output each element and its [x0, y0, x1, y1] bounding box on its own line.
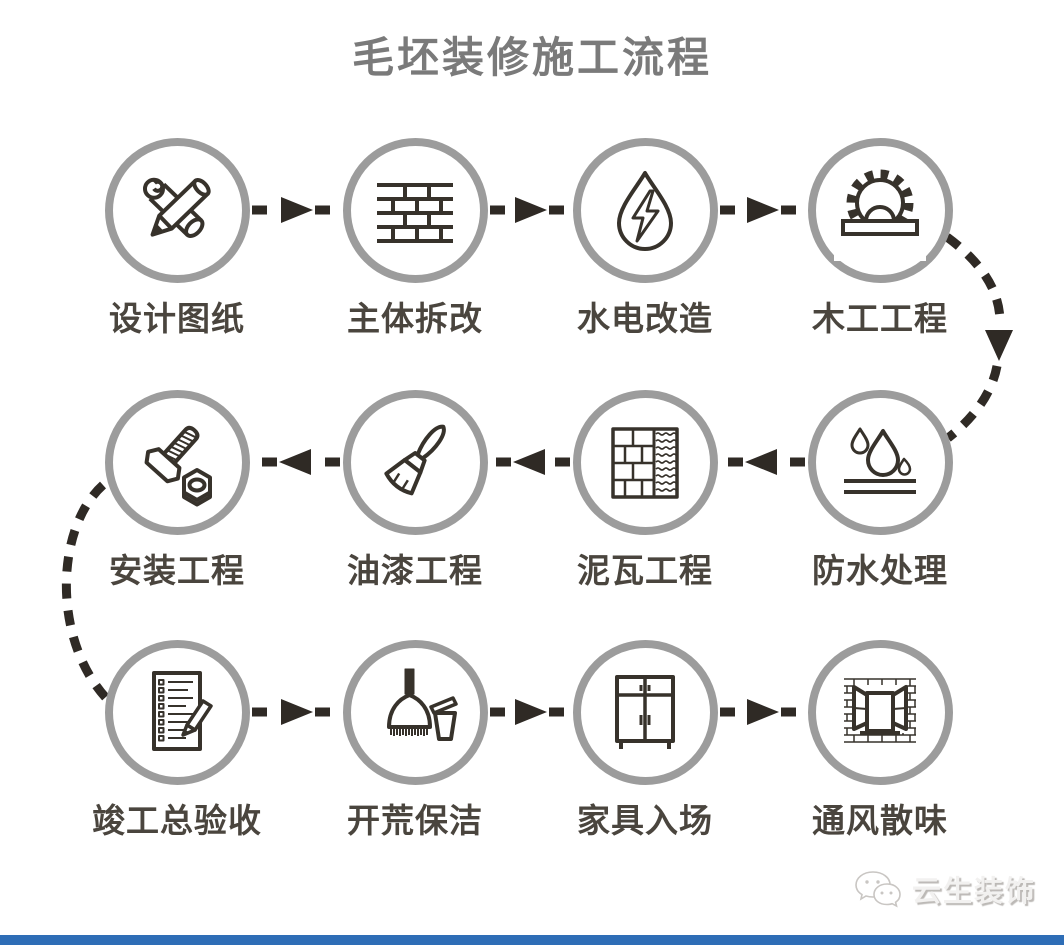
paint-brush-icon	[384, 424, 446, 495]
brand-name: 云生装饰	[911, 876, 1036, 908]
open-window-icon	[844, 677, 916, 743]
step-label: 开荒保洁	[347, 802, 483, 839]
step-label: 防水处理	[812, 552, 948, 589]
bolt-nut-icon	[144, 425, 212, 506]
step-design-drawings: 设计图纸	[77, 138, 277, 340]
step-circle	[572, 390, 718, 535]
step-circle	[342, 390, 488, 535]
step-cleaning: 开荒保洁	[315, 640, 515, 842]
chat-bubbles-logo-icon	[855, 871, 901, 908]
step-waterproofing: 防水处理	[780, 390, 980, 592]
water-drops-icon	[844, 427, 916, 494]
step-demolition: 主体拆改	[315, 138, 515, 340]
step-ventilation: 通风散味	[780, 640, 980, 842]
step-circle	[342, 640, 488, 785]
brick-wall-icon	[377, 182, 453, 243]
step-label: 家具入场	[577, 802, 713, 839]
step-circle	[572, 640, 718, 785]
step-final-acceptance: 竣工总验收	[77, 640, 277, 842]
brand-logo: 云生装饰	[852, 868, 1036, 910]
cabinet-icon	[615, 674, 675, 749]
step-label: 木工工程	[812, 300, 948, 337]
step-circle	[104, 138, 250, 283]
broom-bucket-icon	[387, 668, 458, 741]
bottom-accent-bar	[0, 935, 1064, 945]
step-label: 主体拆改	[347, 300, 483, 337]
circular-saw-icon	[834, 169, 926, 261]
step-furniture: 家具入场	[545, 640, 745, 842]
step-circle	[807, 640, 953, 785]
step-circle	[807, 390, 953, 535]
step-circle	[572, 138, 718, 283]
tiles-texture-icon	[611, 426, 679, 499]
step-painting: 油漆工程	[315, 390, 515, 592]
step-circle	[104, 390, 250, 535]
checklist-pencil-icon	[152, 670, 213, 751]
step-label: 油漆工程	[347, 552, 483, 589]
step-label: 竣工总验收	[92, 802, 262, 839]
step-label: 水电改造	[577, 300, 713, 337]
step-installation: 安装工程	[77, 390, 277, 592]
water-electric-drop-icon	[617, 170, 673, 251]
step-label: 安装工程	[109, 552, 245, 589]
blueprint-pencil-icon	[142, 177, 211, 238]
step-label: 泥瓦工程	[577, 552, 713, 589]
page-title: 毛坯装修施工流程	[351, 34, 712, 81]
step-masonry: 泥瓦工程	[545, 390, 745, 592]
step-circle	[342, 138, 488, 283]
step-plumbing-electric: 水电改造	[545, 138, 745, 340]
step-label: 设计图纸	[109, 300, 245, 337]
step-circle	[807, 138, 953, 283]
step-circle	[104, 640, 250, 785]
step-label: 通风散味	[812, 802, 948, 839]
step-carpentry: 木工工程	[780, 138, 980, 340]
